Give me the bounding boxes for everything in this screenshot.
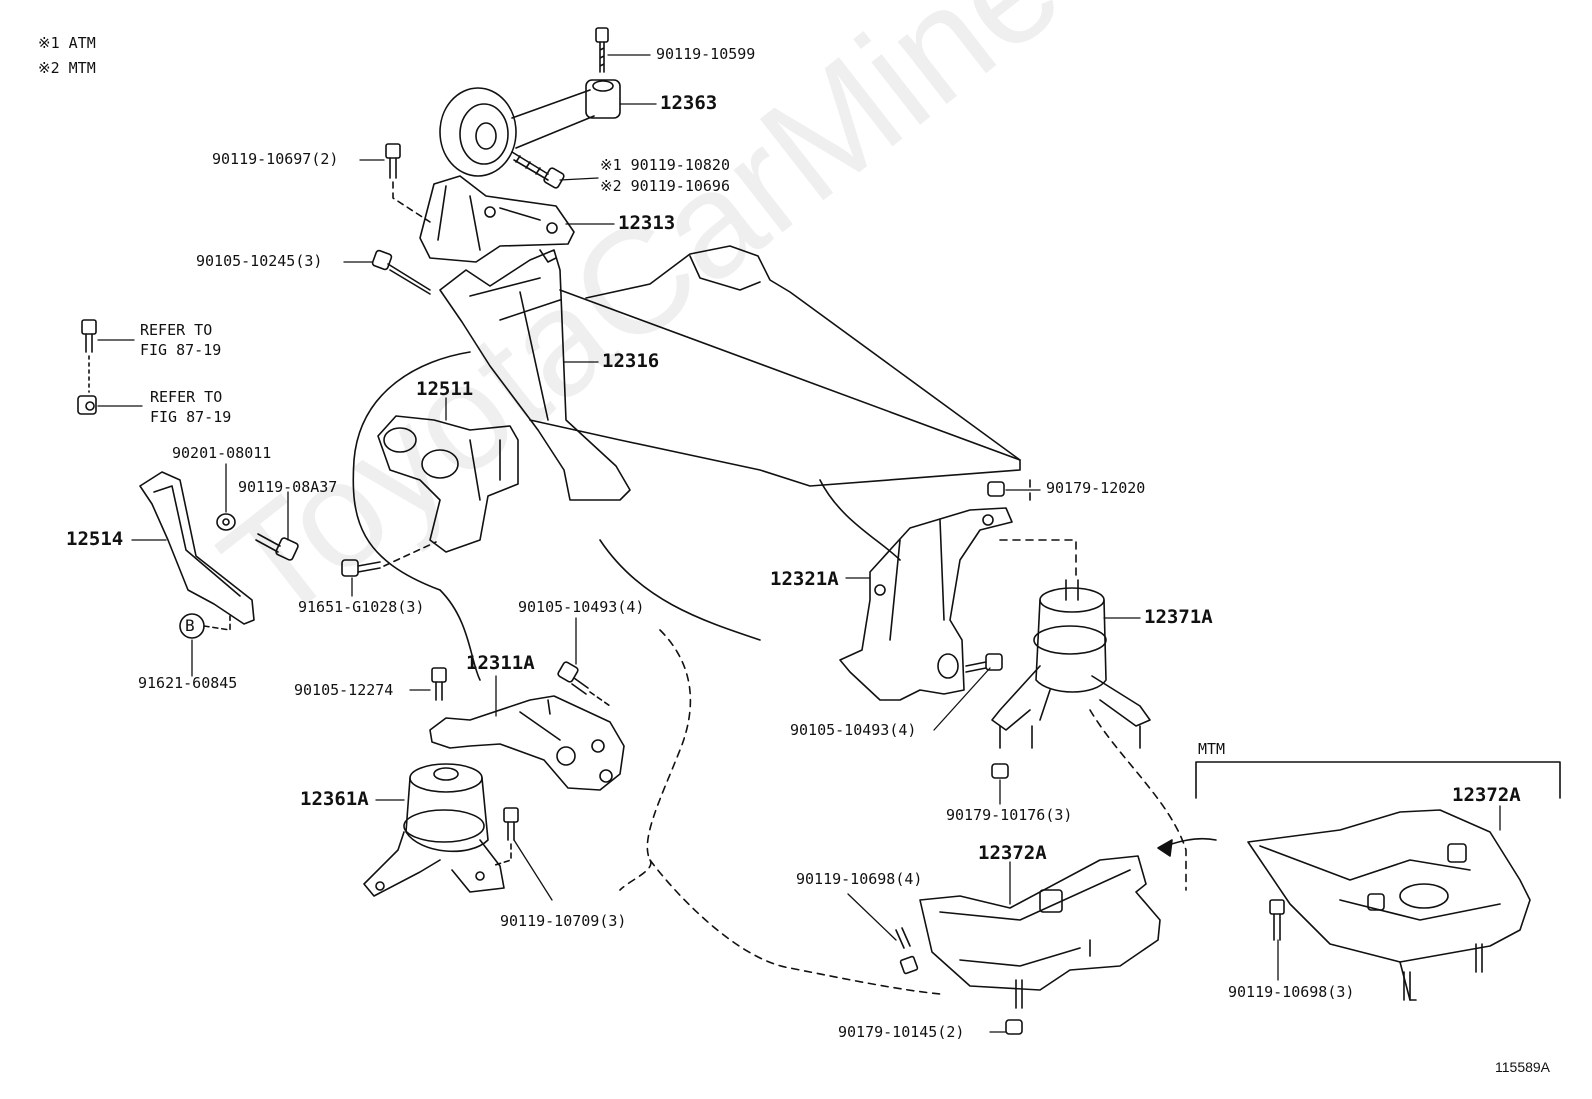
arrow-to-mtm	[1157, 837, 1217, 857]
bolt-90119-10709	[491, 807, 519, 867]
part-12361a-mount	[363, 763, 505, 897]
refer-nut	[77, 395, 97, 415]
legend-note-mtm: ※2 MTM	[38, 59, 96, 77]
label-90201-08011[interactable]: 90201-08011	[172, 444, 272, 462]
part-12514-bracket	[139, 471, 255, 625]
label-90119-08a37[interactable]: 90119-08A37	[238, 478, 338, 496]
part-12371a-mount	[991, 579, 1151, 749]
legend-note-atm: ※1 ATM	[38, 34, 96, 52]
part-12372a-right-mount	[1247, 809, 1531, 1001]
label-90179-10176[interactable]: 90179-10176(3)	[946, 806, 1073, 824]
label-90119-10698-left[interactable]: 90119-10698(4)	[796, 870, 923, 888]
bolt-90105-10493-right	[965, 653, 1003, 673]
mtm-section-bracket	[1195, 761, 1561, 799]
bolt-90105-12274	[431, 667, 447, 701]
label-90119-10820[interactable]: ※1 90119-10820	[600, 156, 730, 174]
part-12321a-bracket	[839, 507, 1013, 701]
label-refer-fig-2[interactable]: REFER TO FIG 87-19	[150, 388, 232, 426]
washer-90201-08011	[216, 513, 236, 531]
label-mtm-title: MTM	[1198, 740, 1226, 758]
label-12313[interactable]: 12313	[618, 212, 676, 234]
label-90119-10698-right[interactable]: 90119-10698(3)	[1228, 983, 1355, 1001]
nut-90179-10145	[1005, 1019, 1023, 1035]
nut-90179-12020	[987, 481, 1005, 497]
bolt-90105-10245	[371, 249, 431, 295]
leader-lines	[97, 54, 1501, 1033]
part-12372a-center-mount	[919, 855, 1161, 1009]
label-12363[interactable]: 12363	[660, 92, 718, 114]
label-90105-10493-right[interactable]: 90105-10493(4)	[790, 721, 917, 739]
part-12363-torque-rod	[439, 79, 621, 177]
nut-90179-10176	[991, 763, 1009, 779]
bolt-90119-08a37	[255, 533, 299, 561]
bolt-90105-10493-left	[557, 661, 611, 707]
part-12316-bracket	[439, 249, 631, 501]
part-12511-bracket	[377, 415, 519, 553]
label-12514[interactable]: 12514	[66, 528, 124, 550]
engine-outline	[352, 245, 1077, 995]
label-refer-fig-1[interactable]: REFER TO FIG 87-19	[140, 321, 222, 359]
bolt-91651-g1028	[341, 541, 437, 577]
label-91621-60845[interactable]: 91621-60845	[138, 674, 238, 692]
label-90105-12274[interactable]: 90105-12274	[294, 681, 394, 699]
label-90179-10145[interactable]: 90179-10145(2)	[838, 1023, 965, 1041]
label-90119-10697[interactable]: 90119-10697(2)	[212, 150, 339, 168]
label-12321a[interactable]: 12321A	[770, 568, 839, 590]
part-12311a-bracket	[429, 695, 625, 791]
label-91651-g1028[interactable]: 91651-G1028(3)	[298, 598, 425, 616]
label-12372a-center[interactable]: 12372A	[978, 842, 1047, 864]
bolt-90119-10698-right	[1269, 899, 1285, 941]
label-12311a[interactable]: 12311A	[466, 652, 535, 674]
label-12316[interactable]: 12316	[602, 350, 660, 372]
label-12371a[interactable]: 12371A	[1144, 606, 1213, 628]
bolt-90119-10697	[385, 143, 431, 223]
diagram-id: 115589A	[1495, 1059, 1551, 1075]
label-90119-10709[interactable]: 90119-10709(3)	[500, 912, 627, 930]
label-90105-10245[interactable]: 90105-10245(3)	[196, 252, 323, 270]
label-90119-10696[interactable]: ※2 90119-10696	[600, 177, 730, 195]
label-circle-b: B	[185, 616, 195, 635]
label-12361a[interactable]: 12361A	[300, 788, 369, 810]
callout-circle-b	[179, 613, 231, 639]
label-12372a-right[interactable]: 12372A	[1452, 784, 1521, 806]
label-12511[interactable]: 12511	[416, 378, 474, 400]
part-12313-bracket	[419, 175, 575, 263]
bolt-90119-10599	[595, 27, 609, 73]
refer-bolt	[81, 319, 97, 393]
label-90105-10493-left[interactable]: 90105-10493(4)	[518, 598, 645, 616]
bolt-90119-10698-left	[895, 927, 919, 975]
bolt-90119-10820	[511, 151, 565, 189]
label-90179-12020[interactable]: 90179-12020	[1046, 479, 1146, 497]
label-90119-10599[interactable]: 90119-10599	[656, 45, 756, 63]
